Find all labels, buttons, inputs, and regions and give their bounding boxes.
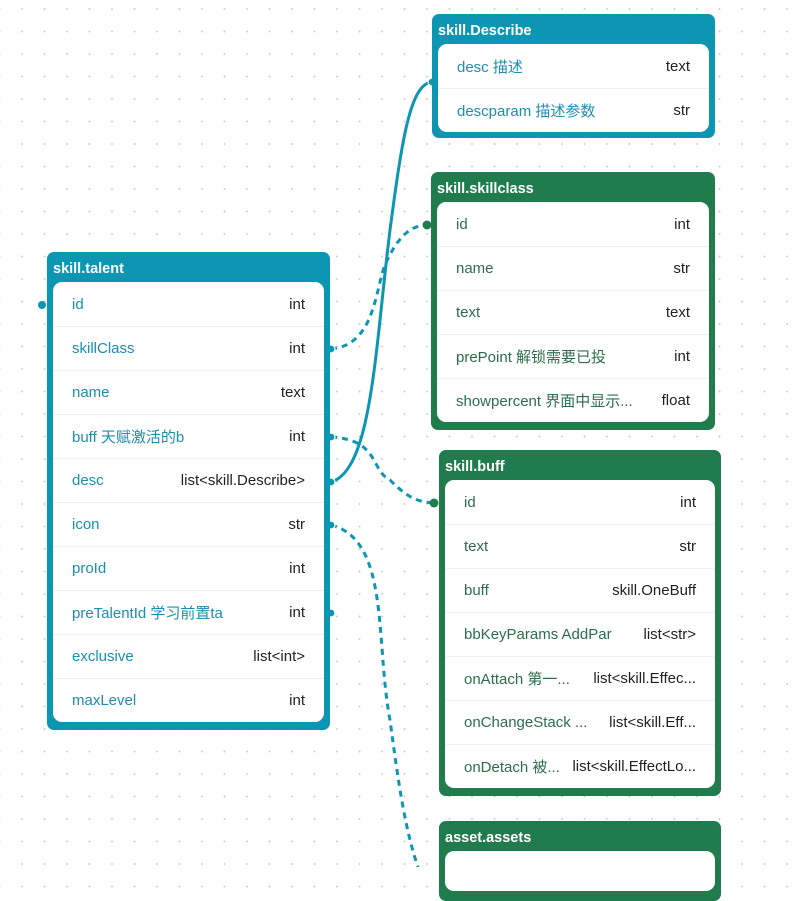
field-name: exclusive <box>72 648 134 665</box>
field-name: preTalentId 学习前置ta <box>72 605 223 622</box>
table-fields <box>445 851 715 891</box>
field-type: int <box>289 428 305 445</box>
field-name: text <box>456 304 481 321</box>
field-name: desc <box>72 472 104 489</box>
field-row[interactable]: buff 天赋激活的b int <box>53 414 324 458</box>
port-buff[interactable] <box>429 498 439 508</box>
field-row[interactable]: id int <box>53 282 324 326</box>
field-type: list<skill.EffectLo... <box>572 758 696 775</box>
field-type: str <box>288 516 305 533</box>
table-title[interactable]: skill.Describe <box>438 23 532 39</box>
field-name: id <box>464 493 476 511</box>
field-type: list<skill.Describe> <box>180 472 305 489</box>
field-name: prePoint 解锁需要已投 <box>456 349 607 366</box>
table-skill-describe[interactable]: skill.Describe desc 描述 text descparam 描述… <box>432 14 715 138</box>
field-row[interactable]: preTalentId 学习前置ta int <box>53 590 324 634</box>
field-type: list<skill.Eff... <box>609 714 696 731</box>
field-type: str <box>673 102 690 119</box>
field-row[interactable]: desc list<skill.Describe> <box>53 458 324 502</box>
field-row[interactable]: exclusive list<int> <box>53 634 324 678</box>
field-type: list<int> <box>253 648 305 665</box>
field-name: onAttach 第一... <box>464 671 570 688</box>
field-name: name <box>456 260 494 277</box>
field-name: name <box>72 384 110 401</box>
field-name: proId <box>72 560 107 577</box>
field-type: int <box>289 295 305 313</box>
field-row[interactable]: id int <box>437 202 709 246</box>
port-talent-id[interactable] <box>38 301 46 309</box>
field-row[interactable]: desc 描述 text <box>438 44 709 88</box>
table-skill-buff[interactable]: skill.buff id int text str buff skill.On… <box>439 450 721 796</box>
field-row[interactable]: bbKeyParams AddPar list<str> <box>445 612 715 656</box>
field-type: int <box>289 604 305 621</box>
field-name: icon <box>72 516 100 533</box>
field-type: float <box>661 392 690 409</box>
field-type: int <box>289 692 305 709</box>
field-name: desc 描述 <box>457 58 523 76</box>
table-fields: desc 描述 text descparam 描述参数 str <box>438 44 709 132</box>
table-title[interactable]: asset.assets <box>445 830 532 846</box>
field-name: buff <box>464 582 489 599</box>
field-row[interactable]: onDetach 被... list<skill.EffectLo... <box>445 744 715 788</box>
field-type: str <box>673 260 690 277</box>
field-name: onDetach 被... <box>464 759 560 776</box>
field-row[interactable]: onChangeStack ... list<skill.Eff... <box>445 700 715 744</box>
field-row[interactable]: proId int <box>53 546 324 590</box>
field-name: descparam 描述参数 <box>457 103 596 120</box>
relation-desc-to-describe[interactable] <box>330 80 433 484</box>
field-type: list<str> <box>643 626 696 643</box>
table-skill-skillclass[interactable]: skill.skillclass id int name str text te… <box>431 172 715 430</box>
field-type: int <box>680 493 696 511</box>
field-type: int <box>674 348 690 365</box>
field-type: text <box>665 304 690 321</box>
field-row[interactable]: descparam 描述参数 str <box>438 88 709 132</box>
table-fields: id int skillClass int name text buff 天赋激… <box>53 282 324 722</box>
table-title[interactable]: skill.buff <box>445 459 505 475</box>
field-name: text <box>464 538 489 555</box>
table-skill-talent[interactable]: skill.talent id int skillClass int name … <box>47 252 330 730</box>
field-row[interactable]: icon str <box>53 502 324 546</box>
relation-icon-to-assets[interactable] <box>330 523 420 867</box>
field-name: onChangeStack ... <box>464 714 588 731</box>
field-type: skill.OneBuff <box>612 582 696 599</box>
field-name: maxLevel <box>72 692 137 709</box>
table-title[interactable]: skill.skillclass <box>437 181 534 197</box>
field-row[interactable]: prePoint 解锁需要已投 int <box>437 334 709 378</box>
field-row[interactable]: buff skill.OneBuff <box>445 568 715 612</box>
field-name: buff 天赋激活的b <box>72 429 185 446</box>
field-row[interactable]: maxLevel int <box>53 678 324 722</box>
field-type: text <box>665 57 690 75</box>
field-row[interactable]: skillClass int <box>53 326 324 370</box>
table-title[interactable]: skill.talent <box>53 261 124 277</box>
field-name: id <box>72 295 84 313</box>
field-row[interactable]: name text <box>53 370 324 414</box>
field-type: int <box>289 340 305 357</box>
relation-buff[interactable] <box>330 435 435 505</box>
table-fields: id int name str text text prePoint 解锁需要已… <box>437 202 709 422</box>
field-name: showpercent 界面中显示... <box>456 393 633 410</box>
field-row[interactable]: text text <box>437 290 709 334</box>
field-type: text <box>280 384 305 401</box>
field-row[interactable]: text str <box>445 524 715 568</box>
field-row[interactable]: onAttach 第一... list<skill.Effec... <box>445 656 715 700</box>
field-row[interactable]: id int <box>445 480 715 524</box>
table-fields: id int text str buff skill.OneBuff bbKey… <box>445 480 715 788</box>
field-row[interactable]: showpercent 界面中显示... float <box>437 378 709 422</box>
field-name: skillClass <box>72 340 135 357</box>
table-asset-assets[interactable]: asset.assets <box>439 821 721 901</box>
field-name: id <box>456 215 468 233</box>
field-name: bbKeyParams AddPar <box>464 626 612 643</box>
field-type: int <box>674 215 690 233</box>
field-type: str <box>679 538 696 555</box>
field-type: list<skill.Effec... <box>593 670 696 687</box>
field-row[interactable]: name str <box>437 246 709 290</box>
relation-skillclass[interactable] <box>330 223 428 351</box>
field-type: int <box>289 560 305 577</box>
